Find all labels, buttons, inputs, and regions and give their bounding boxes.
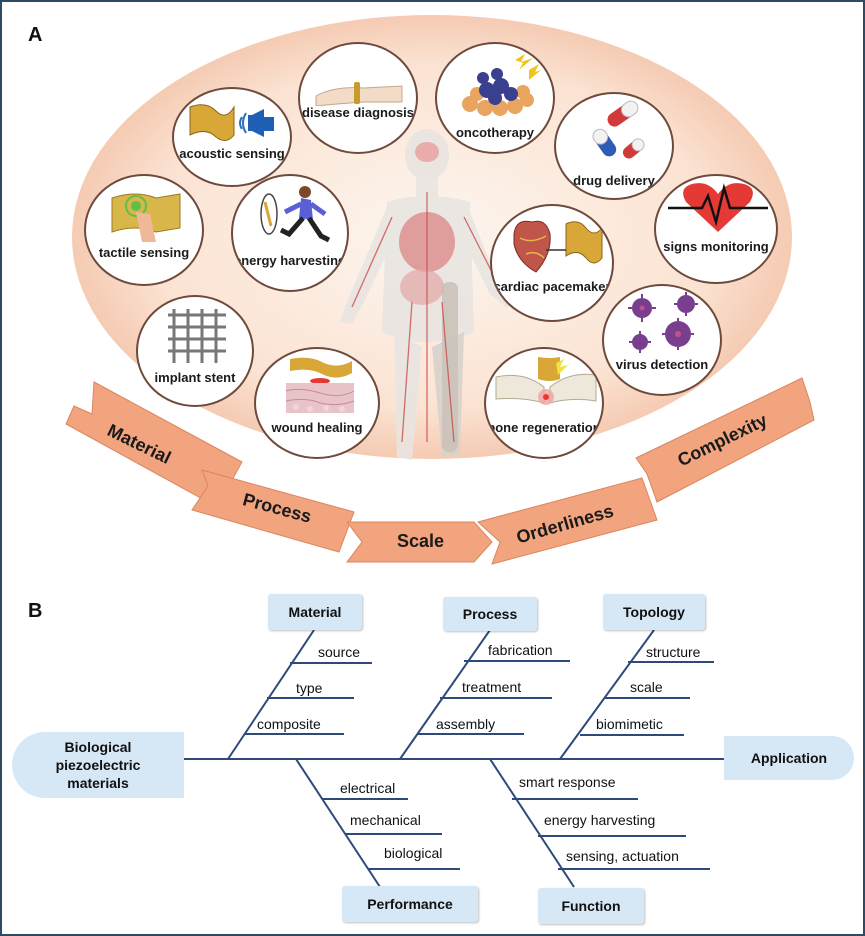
bone-topology bbox=[559, 629, 655, 760]
arrow-process bbox=[191, 469, 355, 553]
panel-a-letter: A bbox=[28, 24, 43, 46]
skin-patch-icon bbox=[285, 357, 355, 413]
arrow-label-scale: Scale bbox=[397, 531, 445, 551]
item-mechanical: mechanical bbox=[350, 812, 421, 828]
heart-pulse-icon bbox=[668, 183, 768, 232]
item-source: source bbox=[318, 644, 361, 660]
item-biological: biological bbox=[384, 845, 443, 861]
category-material: Material bbox=[268, 594, 362, 630]
circle-energy-harvesting: energy harvesting bbox=[231, 174, 349, 292]
category-process: Process bbox=[443, 597, 537, 631]
circle-drug-delivery: drug delivery bbox=[554, 92, 674, 200]
arrow-orderliness bbox=[476, 477, 658, 565]
fishbone-lines bbox=[162, 629, 724, 888]
category-topology: Topology bbox=[603, 594, 705, 630]
head-left-label: Biological piezoelectric materials bbox=[55, 739, 141, 791]
circle-cardiac-pacemaker: cardiac pacemaker bbox=[490, 204, 614, 322]
head-right-label: Application bbox=[750, 750, 828, 766]
tumor-cells-icon bbox=[462, 54, 541, 116]
arrow-scale bbox=[346, 521, 493, 563]
bone-joint-icon bbox=[495, 357, 597, 405]
item-structure: structure bbox=[646, 644, 701, 660]
item-electrical: electrical bbox=[340, 780, 396, 796]
circle-virus-detection: virus detection bbox=[602, 284, 722, 396]
bone-function bbox=[489, 758, 575, 888]
heart-pacemaker-icon bbox=[513, 220, 603, 273]
label-virus-detection: virus detection bbox=[615, 357, 709, 372]
circle-bone-regeneration: bone regeneration bbox=[484, 347, 604, 459]
label-acoustic-sensing: acoustic sensing bbox=[179, 146, 285, 161]
bone-performance bbox=[295, 758, 381, 888]
speaker-film-icon bbox=[189, 104, 274, 141]
arrows-layer bbox=[65, 377, 815, 565]
item-biomimetic: biomimetic bbox=[596, 716, 663, 732]
circle-acoustic-sensing: acoustic sensing bbox=[172, 87, 292, 187]
item-sensing-actuation: sensing, actuation bbox=[566, 848, 679, 864]
head-biological-piezoelectric-materials: Biological piezoelectric materials bbox=[12, 732, 184, 798]
item-energy-harvesting: energy harvesting bbox=[544, 812, 656, 828]
circle-wound-healing: wound healing bbox=[254, 347, 380, 459]
category-performance: Performance bbox=[342, 886, 478, 922]
item-scale: scale bbox=[630, 679, 663, 695]
label-energy-harvesting: energy harvesting bbox=[234, 253, 346, 268]
arrow-complexity bbox=[635, 377, 815, 503]
runner-icon bbox=[260, 186, 331, 243]
category-function: Function bbox=[538, 888, 644, 924]
circle-implant-stent: implant stent bbox=[136, 295, 254, 407]
label-drug-delivery: drug delivery bbox=[573, 173, 655, 188]
virus-particles-icon bbox=[628, 292, 698, 353]
label-tactile-sensing: tactile sensing bbox=[98, 245, 190, 260]
item-composite: composite bbox=[257, 716, 321, 732]
human-body-silhouette bbox=[340, 129, 514, 460]
bone-material bbox=[227, 629, 315, 760]
label-bone-regeneration: bone regeneration bbox=[487, 420, 601, 435]
mesh-stent-icon bbox=[168, 309, 226, 363]
label-cardiac-pacemaker: cardiac pacemaker bbox=[493, 279, 611, 294]
circle-tactile-sensing: tactile sensing bbox=[84, 174, 204, 286]
item-fabrication: fabrication bbox=[488, 642, 553, 658]
arm-wristband-icon bbox=[315, 82, 403, 106]
label-disease-diagnosis: disease diagnosis bbox=[302, 105, 414, 120]
item-type: type bbox=[296, 680, 323, 696]
finger-touch-icon bbox=[111, 193, 181, 242]
item-treatment: treatment bbox=[462, 679, 522, 695]
label-implant-stent: implant stent bbox=[154, 370, 236, 385]
item-assembly: assembly bbox=[436, 716, 496, 732]
arrow-material bbox=[65, 381, 243, 508]
panel-b-letter: B bbox=[28, 600, 43, 622]
label-signs-monitoring: signs monitoring bbox=[663, 239, 769, 254]
head-application: Application bbox=[724, 736, 854, 780]
circle-oncotherapy: oncotherapy bbox=[435, 42, 555, 154]
circle-disease-diagnosis: disease diagnosis bbox=[298, 42, 418, 154]
item-smart-response: smart response bbox=[519, 774, 616, 790]
pill-capsules-icon bbox=[592, 100, 645, 159]
label-oncotherapy: oncotherapy bbox=[455, 125, 534, 140]
bone-process bbox=[399, 629, 491, 760]
label-wound-healing: wound healing bbox=[271, 420, 363, 435]
circle-signs-monitoring: signs monitoring bbox=[654, 174, 778, 284]
